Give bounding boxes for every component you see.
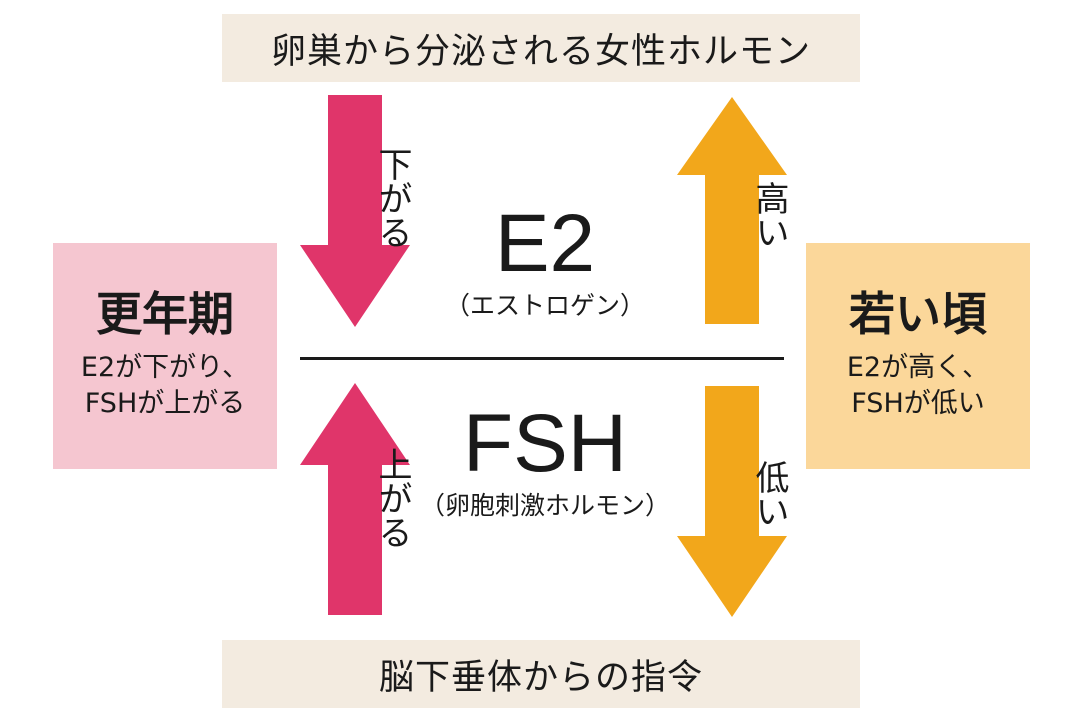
up-arrow-icon [300, 383, 410, 615]
youth-title: 若い頃 [849, 287, 987, 342]
down-arrow-icon [300, 95, 410, 327]
e2-subtitle: （エストロゲン） [444, 291, 645, 320]
bottom-band-label: 脳下垂体からの指令 [378, 657, 703, 698]
up-arrow-icon [677, 97, 787, 324]
top-band: 卵巣から分泌される女性ホルモン [222, 14, 860, 82]
fsh-up-arrow-label: 上がる [372, 447, 412, 549]
e2-up-arrow: 高い [677, 97, 789, 324]
e2-up-arrow-label: 高い [749, 181, 789, 249]
e2-label: E2 [494, 198, 596, 289]
fsh-up-arrow: 上がる [300, 383, 412, 615]
fsh-subtitle: （卵胞刺激ホルモン） [419, 491, 670, 520]
e2-down-arrow-label: 下がる [372, 147, 412, 249]
youth-desc-line2: FSHが低い [851, 388, 985, 420]
fsh-down-arrow-label: 低い [749, 460, 789, 528]
down-arrow-icon [677, 386, 787, 617]
menopause-title: 更年期 [96, 287, 234, 342]
fsh-down-arrow: 低い [677, 386, 789, 617]
youth-box: 若い頃 E2が高く、 FSHが低い [806, 243, 1030, 469]
e2-down-arrow: 下がる [300, 95, 412, 327]
bottom-band: 脳下垂体からの指令 [222, 640, 860, 708]
fsh-label: FSH [463, 398, 627, 489]
menopause-desc-line2: FSHが上がる [84, 388, 246, 420]
menopause-box: 更年期 E2が下がり、 FSHが上がる [53, 243, 277, 469]
top-band-label: 卵巣から分泌される女性ホルモン [270, 31, 811, 72]
menopause-desc-line1: E2が下がり、 [80, 351, 250, 383]
youth-desc-line1: E2が高く、 [846, 351, 990, 383]
divider [300, 357, 784, 360]
